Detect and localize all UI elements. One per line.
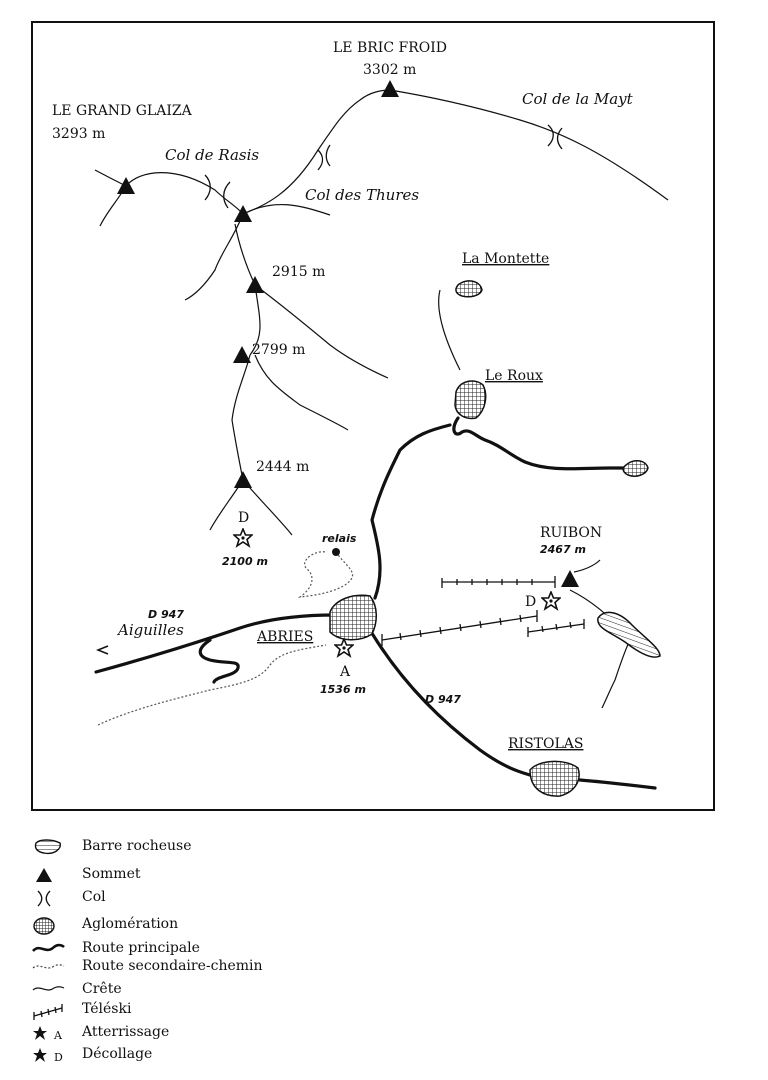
- legend-row-summit: [30, 865, 70, 885]
- summits: [117, 80, 579, 587]
- rock-bar-icon: [34, 839, 61, 855]
- legend-row-town: [30, 916, 70, 936]
- legend-row-ski-lift: [30, 1001, 70, 1021]
- summit-2444: [234, 471, 252, 488]
- legend: Barre rocheuse Sommet Col Aglomération R…: [0, 830, 768, 1080]
- label-2444: 2444 m: [256, 459, 309, 475]
- label-2915: 2915 m: [272, 264, 325, 280]
- town-ristolas: [529, 760, 580, 797]
- legend-label-col: Col: [82, 889, 106, 905]
- label-grand-glaiza: LE GRAND GLAIZA: [52, 103, 193, 119]
- label-relais: relais: [322, 532, 357, 545]
- label-ristolas: RISTOLAS: [508, 736, 583, 752]
- legend-label-ridge: Crête: [82, 981, 122, 997]
- legend-label-ski-lift: Téléski: [82, 1001, 132, 1017]
- summit-col-junction: [234, 205, 252, 222]
- legend-label-town: Aglomération: [82, 916, 179, 932]
- legend-label-summit: Sommet: [82, 866, 141, 882]
- landing-icon: A: [33, 1026, 63, 1042]
- town-abries: [329, 594, 377, 641]
- summit-2799: [233, 346, 251, 363]
- legend-row-landing: A: [30, 1023, 70, 1043]
- rock-bar: [597, 611, 661, 658]
- legend-row-ridge: [30, 980, 70, 1000]
- label-col-rasis: Col de Rasis: [165, 146, 259, 164]
- label-bric-froid: LE BRIC FROID: [333, 40, 447, 56]
- label-col-mayt: Col de la Mayt: [522, 90, 634, 108]
- map-frame: [31, 21, 715, 811]
- legend-label-landing: Atterrissage: [82, 1024, 170, 1040]
- takeoff-icon: D: [33, 1048, 63, 1064]
- legend-row-rock-bar: [30, 837, 70, 857]
- legend-label-main-road: Route principale: [82, 940, 200, 956]
- label-grand-glaiza-alt: 3293 m: [52, 126, 105, 142]
- relais-dot: [332, 548, 340, 556]
- summit-grand-glaiza: [117, 177, 135, 194]
- town-icon: [33, 917, 55, 935]
- label-takeoff-top-alt: 2100 m: [222, 555, 268, 568]
- label-aiguilles: Aiguilles: [116, 621, 184, 639]
- legend-label-takeoff: Décollage: [82, 1046, 153, 1062]
- col-icon: [37, 890, 51, 907]
- summit-icon: [36, 868, 52, 882]
- label-le-roux: Le Roux: [485, 368, 543, 384]
- town-east: [622, 460, 649, 477]
- aiguilles-arrow: [95, 645, 109, 655]
- town-le-roux: [454, 380, 487, 420]
- towns: [329, 280, 649, 797]
- label-abries: ABRIES: [256, 629, 313, 645]
- svg-text:D: D: [54, 1051, 63, 1064]
- summit-bric-froid: [381, 80, 399, 97]
- svg-text:A: A: [53, 1029, 63, 1042]
- label-takeoff-top-letter: D: [238, 510, 249, 526]
- label-ruibon-alt: 2467 m: [540, 543, 586, 556]
- town-la-montette: [455, 280, 483, 298]
- summit-2915: [246, 276, 264, 293]
- map: LE BRIC FROID 3302 m LE GRAND GLAIZA 329…: [31, 21, 715, 811]
- label-landing-letter: A: [339, 664, 351, 680]
- takeoff-star-top: [233, 528, 253, 547]
- legend-row-secondary-road: [30, 958, 70, 978]
- ridge-icon: [32, 986, 65, 991]
- summit-ruibon: [561, 570, 579, 587]
- legend-label-secondary-road: Route secondaire-chemin: [82, 958, 263, 974]
- label-2799: 2799 m: [252, 342, 305, 358]
- legend-row-main-road: [30, 939, 70, 959]
- legend-row-col: [30, 888, 70, 908]
- ski-lifts: [381, 576, 585, 646]
- label-landing-alt: 1536 m: [320, 683, 366, 696]
- secondary-road-icon: [32, 964, 65, 969]
- label-d947-right: D 947: [425, 693, 461, 706]
- label-col-thures: Col des Thures: [305, 186, 419, 204]
- label-bric-froid-alt: 3302 m: [363, 62, 416, 78]
- ski-lift-icon: [33, 1004, 63, 1020]
- label-d947-left: D 947: [148, 608, 184, 621]
- main-road-icon: [32, 943, 65, 952]
- col-marks: [204, 124, 563, 209]
- label-ruibon: RUIBON: [540, 525, 602, 541]
- label-takeoff-right-letter: D: [525, 594, 536, 610]
- main-roads: [94, 416, 657, 790]
- legend-label-rock-bar: Barre rocheuse: [82, 838, 192, 854]
- landing-star: [334, 638, 354, 657]
- label-la-montette: La Montette: [462, 251, 549, 267]
- takeoff-star-right: [541, 591, 561, 610]
- legend-row-takeoff: D: [30, 1045, 70, 1065]
- secondary-roads: [97, 551, 354, 726]
